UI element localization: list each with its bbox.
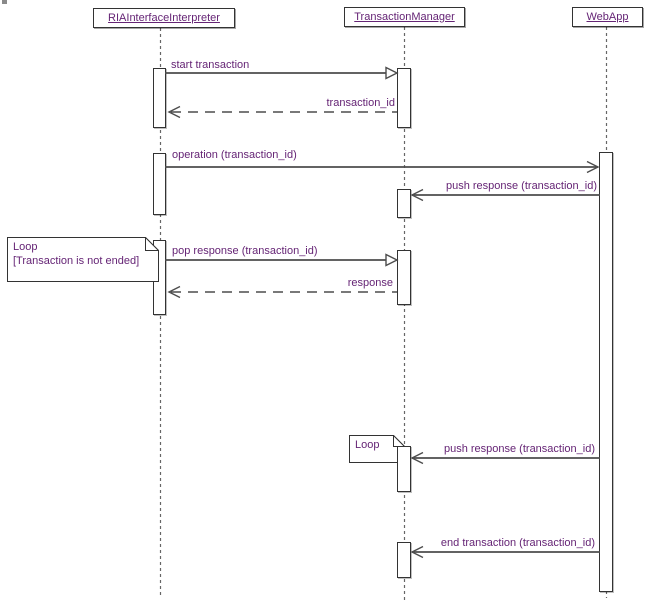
open-arrowhead-icon bbox=[167, 285, 181, 299]
activation-tm-2 bbox=[397, 189, 411, 218]
activation-webapp bbox=[599, 152, 613, 592]
activation-tm-3 bbox=[397, 250, 411, 305]
corner-artifact bbox=[2, 0, 7, 4]
message-label-push-response-1: push response (transaction_id) bbox=[445, 180, 597, 192]
hollow-triangle-arrowhead-icon bbox=[385, 253, 399, 267]
activation-ria-1 bbox=[153, 68, 166, 128]
message-label-response: response bbox=[347, 277, 393, 289]
message-label-start-transaction: start transaction bbox=[171, 59, 250, 71]
message-label-push-response-2: push response (transaction_id) bbox=[443, 443, 595, 455]
open-arrowhead-icon bbox=[586, 160, 600, 174]
lifeline-name: TransactionManager bbox=[354, 11, 455, 23]
lifeline-head-transactionmanager: TransactionManager bbox=[344, 7, 465, 27]
note-shape bbox=[7, 236, 160, 282]
message-label-transaction-id: transaction_id bbox=[326, 97, 396, 109]
lifeline-name: RIAInterfaceInterpreter bbox=[108, 12, 220, 24]
message-label-pop-response: pop response (transaction_id) bbox=[172, 245, 318, 257]
lifeline-head-riainterfaceinterpreter: RIAInterfaceInterpreter bbox=[93, 8, 235, 28]
activation-ria-2 bbox=[153, 153, 166, 215]
message-label-operation: operation (transaction_id) bbox=[172, 149, 297, 161]
note-body: [Transaction is not ended] bbox=[13, 255, 140, 267]
note-fold-icon bbox=[393, 434, 406, 447]
note-title: Loop bbox=[355, 439, 380, 451]
note-fold-icon bbox=[145, 236, 160, 251]
activation-tm-5 bbox=[397, 542, 411, 578]
activation-tm-1 bbox=[397, 68, 411, 128]
activation-tm-4 bbox=[397, 446, 411, 492]
note-title: Loop bbox=[13, 241, 38, 253]
loop-note-ria: Loop [Transaction is not ended] bbox=[7, 236, 160, 282]
message-label-end-transaction: end transaction (transaction_id) bbox=[440, 537, 595, 549]
open-arrowhead-icon bbox=[167, 105, 181, 119]
lifeline-head-webapp: WebApp bbox=[572, 7, 643, 27]
lifeline-name: WebApp bbox=[586, 11, 629, 23]
hollow-triangle-arrowhead-icon bbox=[385, 66, 399, 80]
message-operation bbox=[165, 160, 600, 174]
